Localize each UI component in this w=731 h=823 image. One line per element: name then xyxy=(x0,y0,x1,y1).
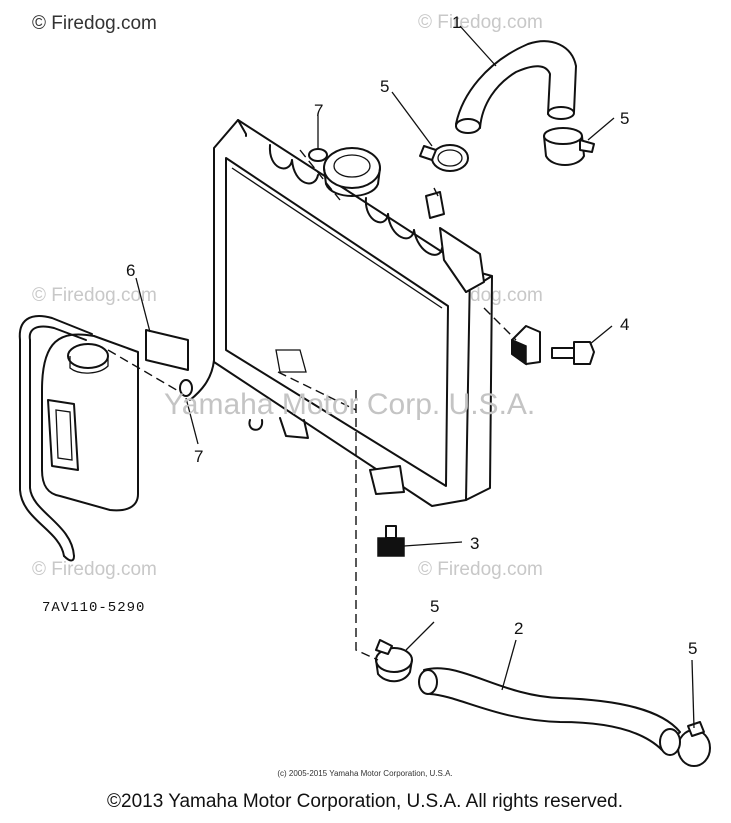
callout-clip: 7 xyxy=(194,447,203,466)
hose-clamp xyxy=(375,639,413,683)
watermark-firedog: © Firedog.com xyxy=(32,285,157,306)
callout-clip: 7 xyxy=(314,101,323,120)
hose-clip xyxy=(308,148,328,162)
footer-copyright: ©2013 Yamaha Motor Corporation, U.S.A. A… xyxy=(107,791,623,812)
hose-clamp xyxy=(543,127,595,166)
callout-clamp: 5 xyxy=(430,597,439,616)
watermark-firedog: © Firedog.com xyxy=(418,12,543,33)
radiator-inlet xyxy=(425,191,485,293)
drain-bolt xyxy=(377,525,405,557)
leader-lines xyxy=(135,25,695,729)
hose-clamp xyxy=(419,144,469,172)
lower-radiator-hose xyxy=(418,667,681,756)
watermark-top-left: © Firedog.com xyxy=(32,13,157,34)
bracket-bolt xyxy=(511,325,595,366)
small-copyright: (c) 2005-2015 Yamaha Motor Corporation, … xyxy=(277,769,452,778)
callout-bracket-bolt: 4 xyxy=(620,315,629,334)
callout-drain-bolt: 3 xyxy=(470,534,479,553)
coolant-reservoir xyxy=(18,315,139,562)
hose-clamp xyxy=(677,721,711,767)
upper-radiator-hose xyxy=(455,40,577,134)
overflow-hose xyxy=(189,359,215,401)
callout-lower-hose: 2 xyxy=(514,619,523,638)
watermark-firedog: © Firedog.com xyxy=(32,559,157,580)
reservoir-pad xyxy=(145,329,189,371)
callout-clamp: 5 xyxy=(380,77,389,96)
callout-pad: 6 xyxy=(126,261,135,280)
diagram-part-code: 7AV110-5290 xyxy=(42,600,145,616)
callout-clamp: 5 xyxy=(620,109,629,128)
reference-lines xyxy=(107,149,517,661)
radiator-cap xyxy=(323,147,381,197)
hose-clip xyxy=(179,379,193,397)
callout-clamp: 5 xyxy=(688,639,697,658)
callout-upper-hose: 1 xyxy=(452,13,461,32)
watermark-firedog: © Firedog.com xyxy=(418,559,543,580)
watermark-yamaha: Yamaha Motor Corp. U.S.A. xyxy=(164,388,535,421)
